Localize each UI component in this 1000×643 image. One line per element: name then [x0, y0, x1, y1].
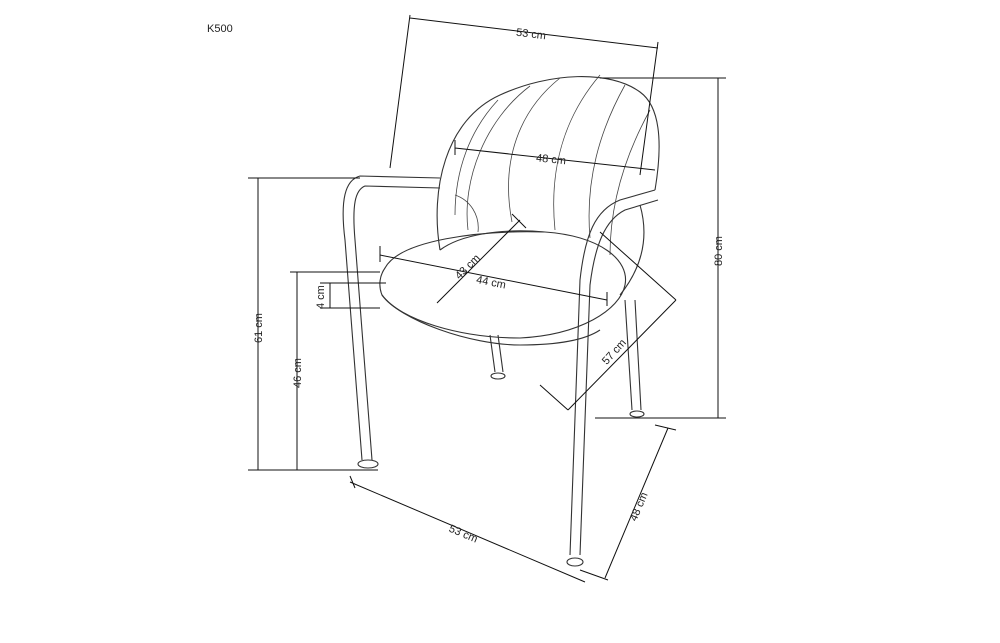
left-armrest-leg	[342, 175, 441, 461]
seat-underside	[381, 294, 601, 346]
back-right-foot	[629, 410, 645, 418]
left-front-foot	[357, 459, 379, 469]
base-width-label: 53 cm	[447, 523, 479, 546]
right-armrest-leg	[569, 189, 659, 556]
seat-width-label: 44 cm	[475, 274, 507, 291]
chair-outline	[342, 74, 660, 567]
backrest-seams	[454, 74, 651, 256]
back-left-foot	[490, 372, 506, 380]
model-label: K500	[207, 23, 233, 35]
back-legs	[489, 299, 642, 411]
dimension-labels: 53 cm 48 cm 80 cm 61 cm 46 cm 4 cm 43 cm…	[253, 27, 725, 546]
armrest-height-label: 61 cm	[253, 313, 265, 343]
backrest-width-label: 48 cm	[535, 152, 566, 167]
base-depth-label: 48 cm	[628, 491, 651, 523]
total-height-label: 80 cm	[713, 236, 725, 266]
seat-thickness-label: 4 cm	[315, 285, 327, 309]
overall-width-label: 53 cm	[515, 27, 546, 43]
dimension-lines	[248, 14, 726, 583]
seat-height-label: 46 cm	[292, 358, 304, 388]
right-front-foot	[566, 557, 584, 567]
